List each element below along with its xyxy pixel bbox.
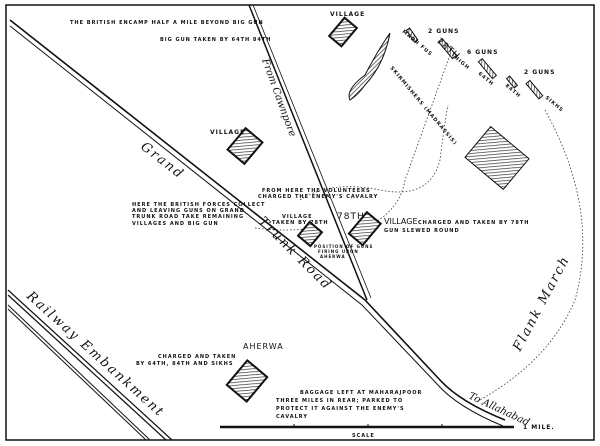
village-left-shape: [226, 126, 264, 166]
grove-shape: [464, 125, 530, 191]
baggage-note-3: PROTECT IT AGAINST THE ENEMY'S: [276, 406, 405, 412]
scale-bar: [220, 424, 514, 429]
guns-label-3: 2 GUNS: [524, 69, 555, 76]
troop-movement-lines: [254, 54, 584, 401]
village-small-label: VILLAGE: [282, 214, 313, 220]
encamp-note: THE BRITISH ENCAMP HALF A MILE BEYOND BI…: [70, 20, 264, 26]
lake-shape: [348, 32, 391, 101]
village-charged-label: VILLAGE: [384, 217, 418, 226]
gun-position-3: AHERWA: [320, 254, 346, 259]
volunteers-note-1: FROM HERE THE VOLUNTEERS: [262, 188, 371, 194]
village-charged-note: CHARGED AND TAKEN BY 78TH: [418, 220, 530, 226]
village-left-label: VILLAGE: [210, 129, 245, 136]
collect-note-1: HERE THE BRITISH FORCES COLLECT: [132, 202, 265, 208]
scale-unit: 1 MILE.: [523, 424, 555, 431]
volunteers-note-2: CHARGED THE ENEMY'S CAVALRY: [258, 194, 378, 200]
baggage-note-4: CAVALRY: [276, 414, 308, 420]
gun-position-1: POSITION OF GUNS: [314, 244, 373, 249]
village-top-label: VILLAGE: [330, 11, 365, 18]
troop-positions: [405, 27, 544, 100]
grand-trunk-road: [9, 19, 506, 427]
gun-slewed-label: GUN SLEWED ROUND: [384, 228, 460, 234]
collect-note-4: VILLAGES AND BIG GUN: [132, 221, 219, 227]
scale-label: SCALE: [352, 433, 375, 439]
village-top-shape: [327, 16, 359, 48]
village-small-taken: TAKEN BY 78TH: [272, 220, 329, 226]
railway-embankment: [7, 289, 173, 441]
guns-label-1: 2 GUNS: [428, 28, 459, 35]
gun-position-2: FIRING UPON: [318, 249, 359, 254]
aherwa-note-2: BY 64TH, 84TH AND SIKHS: [136, 361, 233, 367]
village-charged-shape: [347, 210, 383, 247]
village-small-shape: [296, 220, 324, 248]
baggage-note-1: BAGGAGE LEFT AT MAHARAJPOOR: [300, 390, 422, 396]
aherwa-label: AHERWA: [243, 342, 284, 351]
guns-label-2: 6 GUNS: [467, 49, 498, 56]
r78-mid-label: 78TH: [337, 212, 365, 222]
cawnpore-road: [248, 4, 372, 301]
map-border: [5, 4, 595, 441]
aherwa-note-1: CHARGED AND TAKEN: [158, 354, 236, 360]
aherwa-shape: [225, 358, 269, 404]
collect-note-2: AND LEAVING GUNS ON GRAND: [132, 208, 245, 214]
collect-note-3: TRUNK ROAD TAKE REMAINING: [132, 214, 244, 220]
big-gun-note: BIG GUN TAKEN BY 64TH 84TH: [160, 37, 271, 43]
baggage-note-2: THREE MILES IN REAR; PARKED TO: [276, 398, 403, 404]
